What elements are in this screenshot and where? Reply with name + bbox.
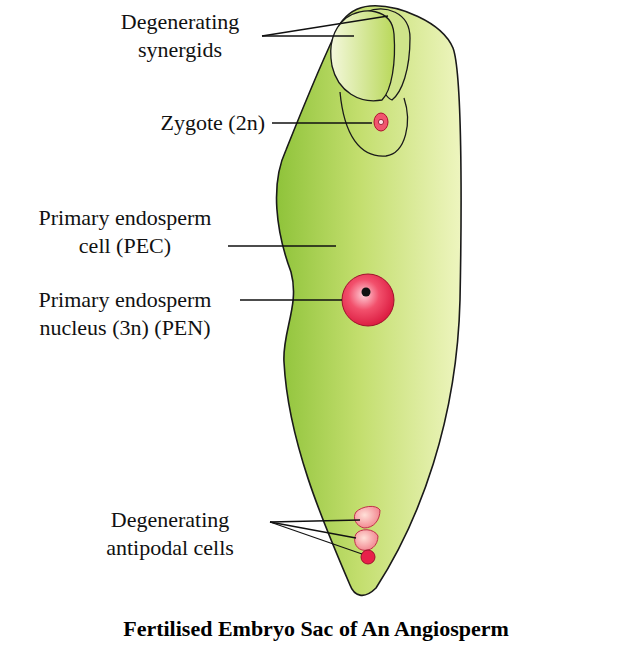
zygote-cell bbox=[340, 92, 407, 156]
leader-line bbox=[262, 16, 388, 36]
figure-caption: Fertilised Embryo Sac of An Angiosperm bbox=[0, 616, 632, 642]
zygote bbox=[374, 113, 388, 131]
part-label: Primary endosperm cell (PEC) bbox=[30, 204, 220, 260]
leader-line bbox=[262, 35, 354, 36]
leader-line bbox=[228, 245, 336, 246]
leader-line bbox=[240, 299, 342, 300]
leader-line bbox=[272, 122, 372, 123]
leader-lines bbox=[228, 16, 388, 554]
part-label: Degenerating synergids bbox=[100, 8, 260, 64]
primary-endosperm-nucleus bbox=[342, 274, 394, 326]
part-label: Degenerating antipodal cells bbox=[75, 506, 265, 562]
antipodal-cell bbox=[354, 506, 380, 528]
nucleolus bbox=[362, 288, 371, 297]
part-label: Zygote (2n) bbox=[100, 109, 265, 137]
antipodal-cell bbox=[361, 550, 375, 564]
leader-line bbox=[270, 520, 360, 522]
leader-line bbox=[270, 522, 356, 538]
zygote-nucleus bbox=[378, 119, 383, 124]
synergid-left bbox=[331, 11, 395, 101]
leader-line bbox=[270, 522, 362, 554]
part-label: Primary endosperm nucleus (3n) (PEN) bbox=[30, 286, 220, 342]
antipodal-cell bbox=[355, 530, 378, 551]
